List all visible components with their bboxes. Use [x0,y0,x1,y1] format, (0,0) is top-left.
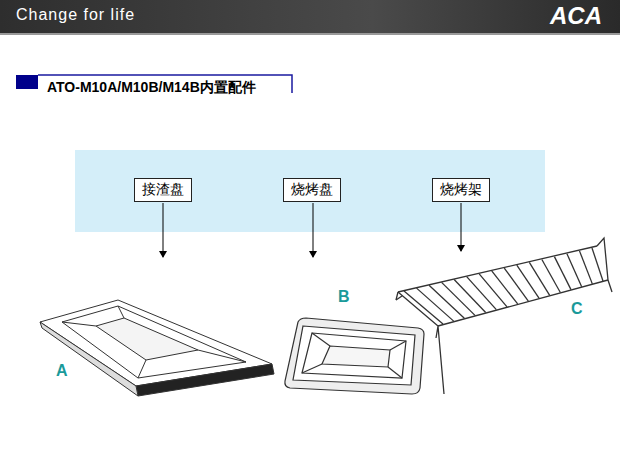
label-box: 烧烤盘 [283,178,341,202]
label-box: 接渣盘 [134,178,192,202]
slogan: Change for life [16,6,135,24]
leader-arrow [313,203,314,257]
label-box: 烧烤架 [432,178,490,202]
callout-letter: A [56,362,68,380]
crumb-tray [40,300,274,396]
diagram-title: ATO-M10A/M10B/M14B内置配件 [47,79,256,97]
part-name: 接渣盘 [142,181,184,199]
callout-letter: C [571,300,583,318]
grill-rack [396,238,612,394]
label-band [75,150,545,232]
part-name: 烧烤架 [440,181,482,199]
title-mark [16,75,38,89]
header-bar [0,0,620,33]
brand-logo: ACA [550,2,602,30]
callout-letter: B [338,288,350,306]
baking-pan [285,318,424,394]
part-name: 烧烤盘 [291,181,333,199]
leader-arrow [163,203,164,257]
leader-arrow [461,203,462,251]
